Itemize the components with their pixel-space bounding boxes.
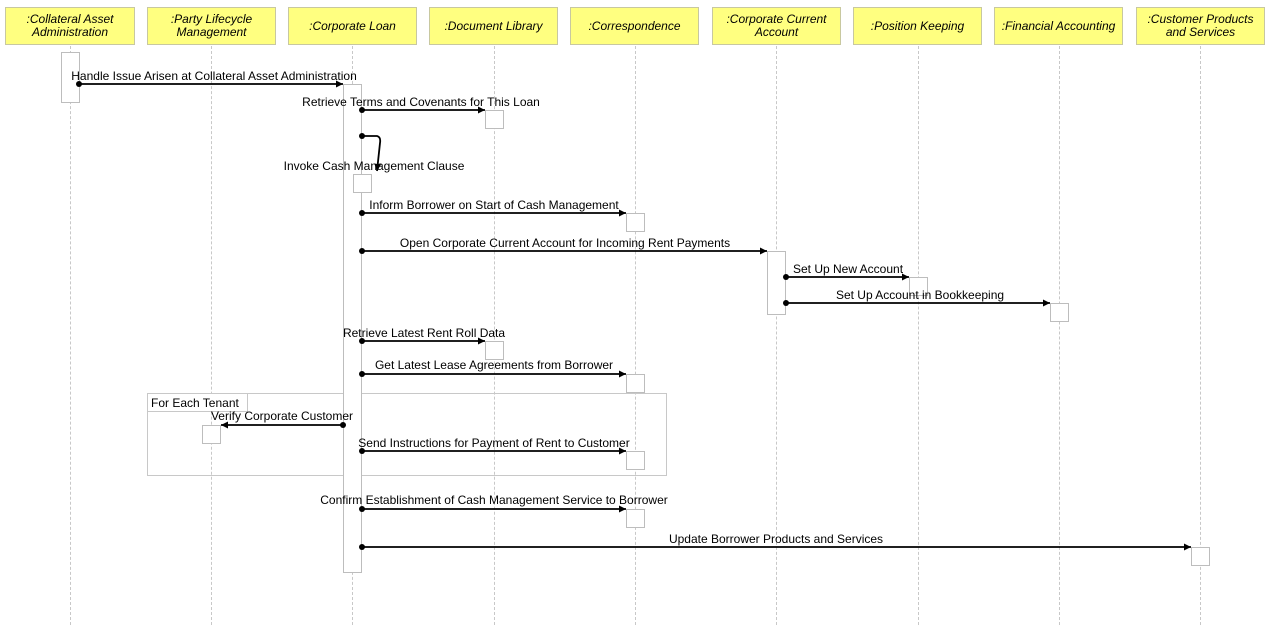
activation-corporate-loan-self xyxy=(353,174,372,193)
message-start-dot-7 xyxy=(783,300,789,306)
message-label-10[interactable]: Verify Corporate Customer xyxy=(210,409,354,423)
loop-fragment-label: For Each Tenant xyxy=(148,394,248,412)
lifeline-head-position-keeping[interactable]: :Position Keeping xyxy=(853,7,982,45)
activation-correspondence-1 xyxy=(626,213,645,232)
activation-document-library-2 xyxy=(485,341,504,360)
message-label-12[interactable]: Confirm Establishment of Cash Management… xyxy=(320,493,668,507)
lifeline-document-library xyxy=(494,46,495,625)
message-label-3[interactable]: Invoke Cash Management Clause xyxy=(283,159,465,173)
message-label-4[interactable]: Inform Borrower on Start of Cash Managem… xyxy=(369,198,619,212)
message-start-dot-11 xyxy=(359,448,365,454)
lifeline-financial-accounting xyxy=(1059,46,1060,625)
lifeline-collateral-asset-administration xyxy=(70,46,71,625)
lifeline-party-lifecycle-management xyxy=(211,46,212,625)
lifeline-correspondence xyxy=(635,46,636,625)
message-start-dot-9 xyxy=(359,371,365,377)
message-start-dot-1 xyxy=(76,81,82,87)
activation-correspondence-3 xyxy=(626,451,645,470)
message-start-dot-13 xyxy=(359,544,365,550)
message-label-9[interactable]: Get Latest Lease Agreements from Borrowe… xyxy=(374,358,614,372)
activation-corporate-loan-main xyxy=(343,84,362,573)
lifeline-head-customer-products-and-services[interactable]: :Customer Products and Services xyxy=(1136,7,1265,45)
lifeline-head-financial-accounting[interactable]: :Financial Accounting xyxy=(994,7,1123,45)
message-start-dot-5 xyxy=(359,248,365,254)
message-start-dot-3 xyxy=(359,133,365,139)
message-label-7[interactable]: Set Up Account in Bookkeeping xyxy=(835,288,1005,302)
message-label-11[interactable]: Send Instructions for Payment of Rent to… xyxy=(358,436,630,450)
activation-financial-accounting xyxy=(1050,303,1069,322)
message-start-dot-4 xyxy=(359,210,365,216)
message-start-dot-8 xyxy=(359,338,365,344)
activation-correspondence-2 xyxy=(626,374,645,393)
lifeline-head-corporate-loan[interactable]: :Corporate Loan xyxy=(288,7,417,45)
activation-document-library-1 xyxy=(485,110,504,129)
message-start-dot-2 xyxy=(359,107,365,113)
lifeline-head-document-library[interactable]: :Document Library xyxy=(429,7,558,45)
message-label-13[interactable]: Update Borrower Products and Services xyxy=(668,532,884,546)
message-label-1[interactable]: Handle Issue Arisen at Collateral Asset … xyxy=(71,69,357,83)
message-start-dot-12 xyxy=(359,506,365,512)
lifeline-customer-products-and-services xyxy=(1200,46,1201,625)
activation-customer-products-and-services xyxy=(1191,547,1210,566)
lifeline-head-corporate-current-account[interactable]: :Corporate Current Account xyxy=(712,7,841,45)
lifeline-corporate-current-account xyxy=(776,46,777,625)
message-label-6[interactable]: Set Up New Account xyxy=(792,262,904,276)
activation-correspondence-4 xyxy=(626,509,645,528)
lifeline-head-correspondence[interactable]: :Correspondence xyxy=(570,7,699,45)
message-start-dot-6 xyxy=(783,274,789,280)
message-label-5[interactable]: Open Corporate Current Account for Incom… xyxy=(399,236,731,250)
lifeline-position-keeping xyxy=(918,46,919,625)
message-start-dot-10 xyxy=(340,422,346,428)
loop-fragment[interactable]: For Each Tenant xyxy=(147,393,667,476)
activation-position-keeping xyxy=(909,277,928,296)
message-label-8[interactable]: Retrieve Latest Rent Roll Data xyxy=(342,326,506,340)
activation-collateral-asset-administration xyxy=(61,52,80,103)
message-arrow-3-self xyxy=(362,135,382,172)
lifeline-head-collateral-asset-administration[interactable]: :Collateral Asset Administration xyxy=(5,7,135,45)
lifeline-head-party-lifecycle-management[interactable]: :Party Lifecycle Management xyxy=(147,7,276,45)
activation-party-lifecycle-management xyxy=(202,425,221,444)
activation-corporate-current-account xyxy=(767,251,786,315)
message-label-2[interactable]: Retrieve Terms and Covenants for This Lo… xyxy=(302,95,540,109)
